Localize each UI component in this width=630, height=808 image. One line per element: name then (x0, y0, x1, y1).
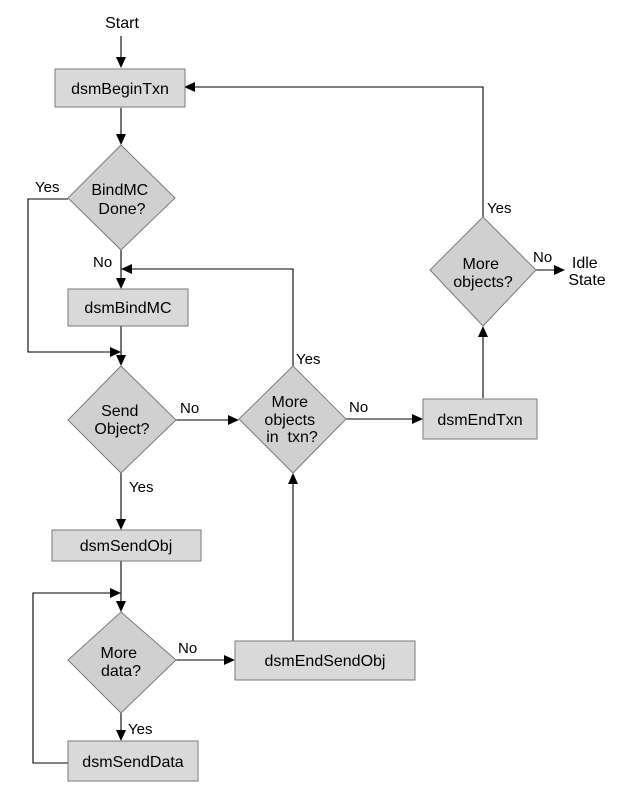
arrowhead (228, 415, 239, 425)
arrowhead (288, 473, 298, 484)
decision-more-data: More data? (67, 611, 177, 714)
edge-label-more-data-no: No (178, 640, 197, 657)
decision-label: More objects? (453, 256, 513, 291)
edge-labels: Yes No No Yes No Yes Yes No Yes No (35, 179, 552, 738)
edge-label-in-txn-yes: Yes (296, 351, 320, 368)
idle-state-label: Idle State (568, 255, 605, 289)
edge-bindmc-done-yes (27, 198, 113, 353)
process-end-send-obj: dsmEndSendObj (234, 640, 416, 681)
edge-senddata-loop (32, 592, 113, 764)
start-label: Start (105, 15, 139, 32)
process-bind-mc: dsmBindMC (67, 288, 189, 327)
edge-in-txn-yes (130, 268, 294, 366)
arrowhead (116, 57, 126, 68)
edge-label-send-object-no: No (180, 400, 199, 417)
process-send-data: dsmSendData (67, 740, 199, 782)
edge-label-send-object-yes: Yes (129, 479, 153, 496)
arrowhead (121, 264, 132, 274)
decision-more-objects: More objects? (429, 216, 537, 327)
arrowhead (110, 588, 121, 598)
arrowhead (116, 730, 126, 741)
decision-label: More data? (101, 645, 142, 680)
arrowhead (116, 134, 126, 145)
decision-label: Send Object? (94, 403, 149, 438)
arrowhead (116, 278, 126, 289)
arrowhead (478, 326, 488, 337)
arrowhead (116, 601, 126, 612)
process-label: dsmBindMC (84, 300, 171, 317)
arrowhead (184, 82, 195, 92)
decision-send-object: Send Object? (67, 365, 177, 474)
process-label: dsmSendData (82, 754, 183, 771)
process-label: dsmBeginTxn (71, 81, 169, 98)
edge-label-more-data-yes: Yes (128, 721, 152, 738)
edge-label-more-objects-yes: Yes (487, 200, 511, 217)
process-label: dsmEndSendObj (265, 653, 386, 670)
arrowhead (116, 355, 126, 366)
decision-label: More objects in txn? (264, 394, 319, 446)
arrowhead (224, 655, 235, 665)
arrowhead (116, 519, 126, 530)
process-label: dsmSendObj (80, 538, 173, 555)
decision-label: BindMC Done? (91, 182, 152, 218)
edge-label-more-objects-no: No (533, 249, 552, 266)
connectors (27, 36, 556, 764)
edge-label-bindmc-no: No (93, 254, 112, 271)
decision-more-objects-in-txn: More objects in txn? (238, 365, 347, 474)
edge-label-in-txn-no: No (349, 399, 368, 416)
arrowheads (110, 57, 565, 741)
arrowhead (554, 265, 565, 275)
decision-bindmc-done: BindMC Done? (67, 144, 176, 251)
arrowhead (110, 347, 121, 357)
process-send-obj: dsmSendObj (51, 529, 202, 562)
process-end-txn: dsmEndTxn (422, 398, 538, 440)
arrowhead (412, 414, 423, 424)
edge-more-objects-yes (193, 86, 484, 217)
process-begin-txn: dsmBeginTxn (54, 68, 186, 108)
edge-label-bindmc-yes: Yes (35, 179, 59, 196)
process-label: dsmEndTxn (437, 412, 522, 429)
